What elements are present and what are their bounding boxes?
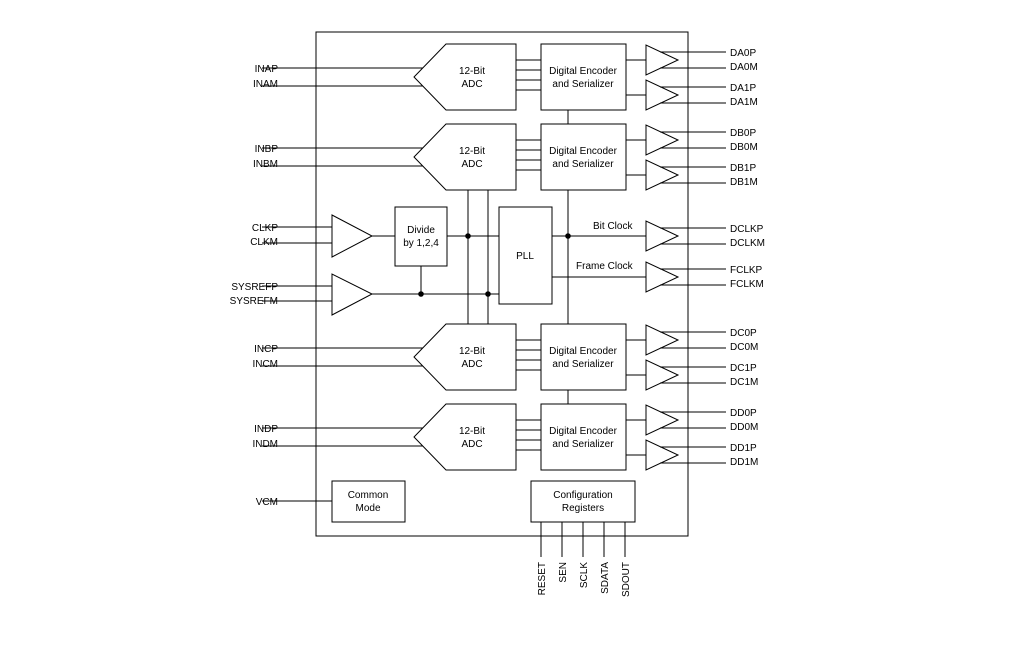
adc-label-line1: 12-Bit bbox=[459, 346, 485, 357]
common-mode-section: Common Mode VCM bbox=[256, 480, 406, 523]
common-mode-label-line2: Mode bbox=[355, 503, 380, 514]
adc-label-line2: ADC bbox=[461, 359, 482, 370]
adc-label-line2: ADC bbox=[461, 79, 482, 90]
encoder-label-line1: Digital Encoder bbox=[549, 346, 617, 357]
channel-in-p: INCP bbox=[254, 344, 278, 355]
channel-in-m: INBM bbox=[253, 159, 278, 170]
channel-c: 12-Bit ADC Digital Encoder and Serialize… bbox=[252, 323, 758, 391]
encoder-label-line1: Digital Encoder bbox=[549, 426, 617, 437]
adc-block bbox=[413, 43, 517, 111]
channel-in-p: INBP bbox=[255, 144, 279, 155]
frame-clock-output: Frame Clock FCLKP FCLKM bbox=[576, 261, 764, 293]
encoder-block bbox=[540, 43, 627, 111]
encoder-block bbox=[540, 323, 627, 391]
channel-out-0p: DC0P bbox=[730, 328, 757, 339]
bit-clock-output: Bit Clock DCLKP DCLKM bbox=[593, 220, 765, 252]
config-label-line2: Registers bbox=[562, 503, 604, 514]
junction-dot bbox=[465, 233, 471, 239]
channel-d: 12-Bit ADC Digital Encoder and Serialize… bbox=[252, 403, 758, 471]
channel-in-p: INDP bbox=[254, 424, 278, 435]
bit-clock-label: Bit Clock bbox=[593, 221, 633, 232]
config-pin-label: RESET bbox=[537, 562, 548, 595]
channel-in-m: INAM bbox=[253, 79, 278, 90]
channel-out-0m: DB0M bbox=[730, 142, 758, 153]
clock-divider-block bbox=[394, 206, 448, 267]
frame-clock-m-label: FCLKM bbox=[730, 279, 764, 290]
junction-dot bbox=[418, 291, 424, 297]
sysref-input: SYSREFP SYSREFM bbox=[230, 266, 499, 316]
channel-in-m: INCM bbox=[252, 359, 278, 370]
encoder-label-line1: Digital Encoder bbox=[549, 146, 617, 157]
divider-label-line1: Divide bbox=[407, 225, 435, 236]
channel-out-1p: DA1P bbox=[730, 83, 756, 94]
channel-a: 12-Bit ADC Digital Encoder and Serialize… bbox=[253, 43, 758, 111]
pll-block bbox=[498, 206, 553, 305]
channel-out-0p: DA0P bbox=[730, 48, 756, 59]
config-pin-label: SDATA bbox=[600, 562, 611, 594]
frame-clock-p-label: FCLKP bbox=[730, 265, 763, 276]
clock-input: Divide by 1,2,4 CLKP CLKM bbox=[250, 206, 499, 267]
adc-block bbox=[413, 403, 517, 471]
sysref-p-label: SYSREFP bbox=[231, 282, 278, 293]
channel-out-0m: DC0M bbox=[730, 342, 758, 353]
divider-label-line2: by 1,2,4 bbox=[403, 238, 439, 249]
config-pin-label: SCLK bbox=[579, 562, 590, 588]
channel-in-p: INAP bbox=[255, 64, 279, 75]
encoder-label-line2: and Serializer bbox=[552, 439, 614, 450]
encoder-label-line2: and Serializer bbox=[552, 159, 614, 170]
adc-block bbox=[413, 123, 517, 191]
vcm-label: VCM bbox=[256, 497, 278, 508]
clock-p-label: CLKP bbox=[252, 223, 278, 234]
sysref-m-label: SYSREFM bbox=[230, 296, 278, 307]
encoder-block bbox=[540, 123, 627, 191]
adc-label-line1: 12-Bit bbox=[459, 66, 485, 77]
junction-dot bbox=[565, 233, 571, 239]
channel-out-0m: DD0M bbox=[730, 422, 758, 433]
channel-out-0p: DB0P bbox=[730, 128, 756, 139]
channel-out-1p: DC1P bbox=[730, 363, 757, 374]
channel-in-m: INDM bbox=[252, 439, 278, 450]
channel-out-1m: DB1M bbox=[730, 177, 758, 188]
channel-out-1p: DD1P bbox=[730, 443, 757, 454]
adc-label-line2: ADC bbox=[461, 439, 482, 450]
clock-buffer bbox=[331, 214, 374, 258]
encoder-block bbox=[540, 403, 627, 471]
channel-out-1m: DC1M bbox=[730, 377, 758, 388]
channel-out-1p: DB1P bbox=[730, 163, 756, 174]
frame-clock-label: Frame Clock bbox=[576, 261, 634, 272]
config-section: Configuration Registers RESET SEN SCLK S… bbox=[530, 480, 636, 597]
channel-out-0p: DD0P bbox=[730, 408, 757, 419]
clock-m-label: CLKM bbox=[250, 237, 278, 248]
pll-section: PLL bbox=[498, 206, 646, 305]
channel-out-1m: DD1M bbox=[730, 457, 758, 468]
common-mode-block bbox=[331, 480, 406, 523]
encoder-label-line1: Digital Encoder bbox=[549, 66, 617, 77]
encoder-label-line2: and Serializer bbox=[552, 359, 614, 370]
bit-clock-p-label: DCLKP bbox=[730, 224, 764, 235]
config-label-line1: Configuration bbox=[553, 490, 612, 501]
common-mode-label-line1: Common bbox=[348, 490, 389, 501]
bit-clock-m-label: DCLKM bbox=[730, 238, 765, 249]
adc-block bbox=[413, 323, 517, 391]
channel-out-1m: DA1M bbox=[730, 97, 758, 108]
channel-b: 12-Bit ADC Digital Encoder and Serialize… bbox=[253, 123, 758, 191]
adc-label-line1: 12-Bit bbox=[459, 426, 485, 437]
adc-label-line2: ADC bbox=[461, 159, 482, 170]
adc-label-line1: 12-Bit bbox=[459, 146, 485, 157]
junction-dot bbox=[485, 291, 491, 297]
internal-clock-buses bbox=[467, 110, 569, 404]
pll-label: PLL bbox=[516, 251, 534, 262]
channel-out-0m: DA0M bbox=[730, 62, 758, 73]
sysref-buffer bbox=[331, 273, 374, 316]
config-registers-block bbox=[530, 480, 636, 523]
config-pin-label: SEN bbox=[558, 562, 569, 583]
encoder-label-line2: and Serializer bbox=[552, 79, 614, 90]
config-pin-label: SDOUT bbox=[621, 562, 632, 597]
